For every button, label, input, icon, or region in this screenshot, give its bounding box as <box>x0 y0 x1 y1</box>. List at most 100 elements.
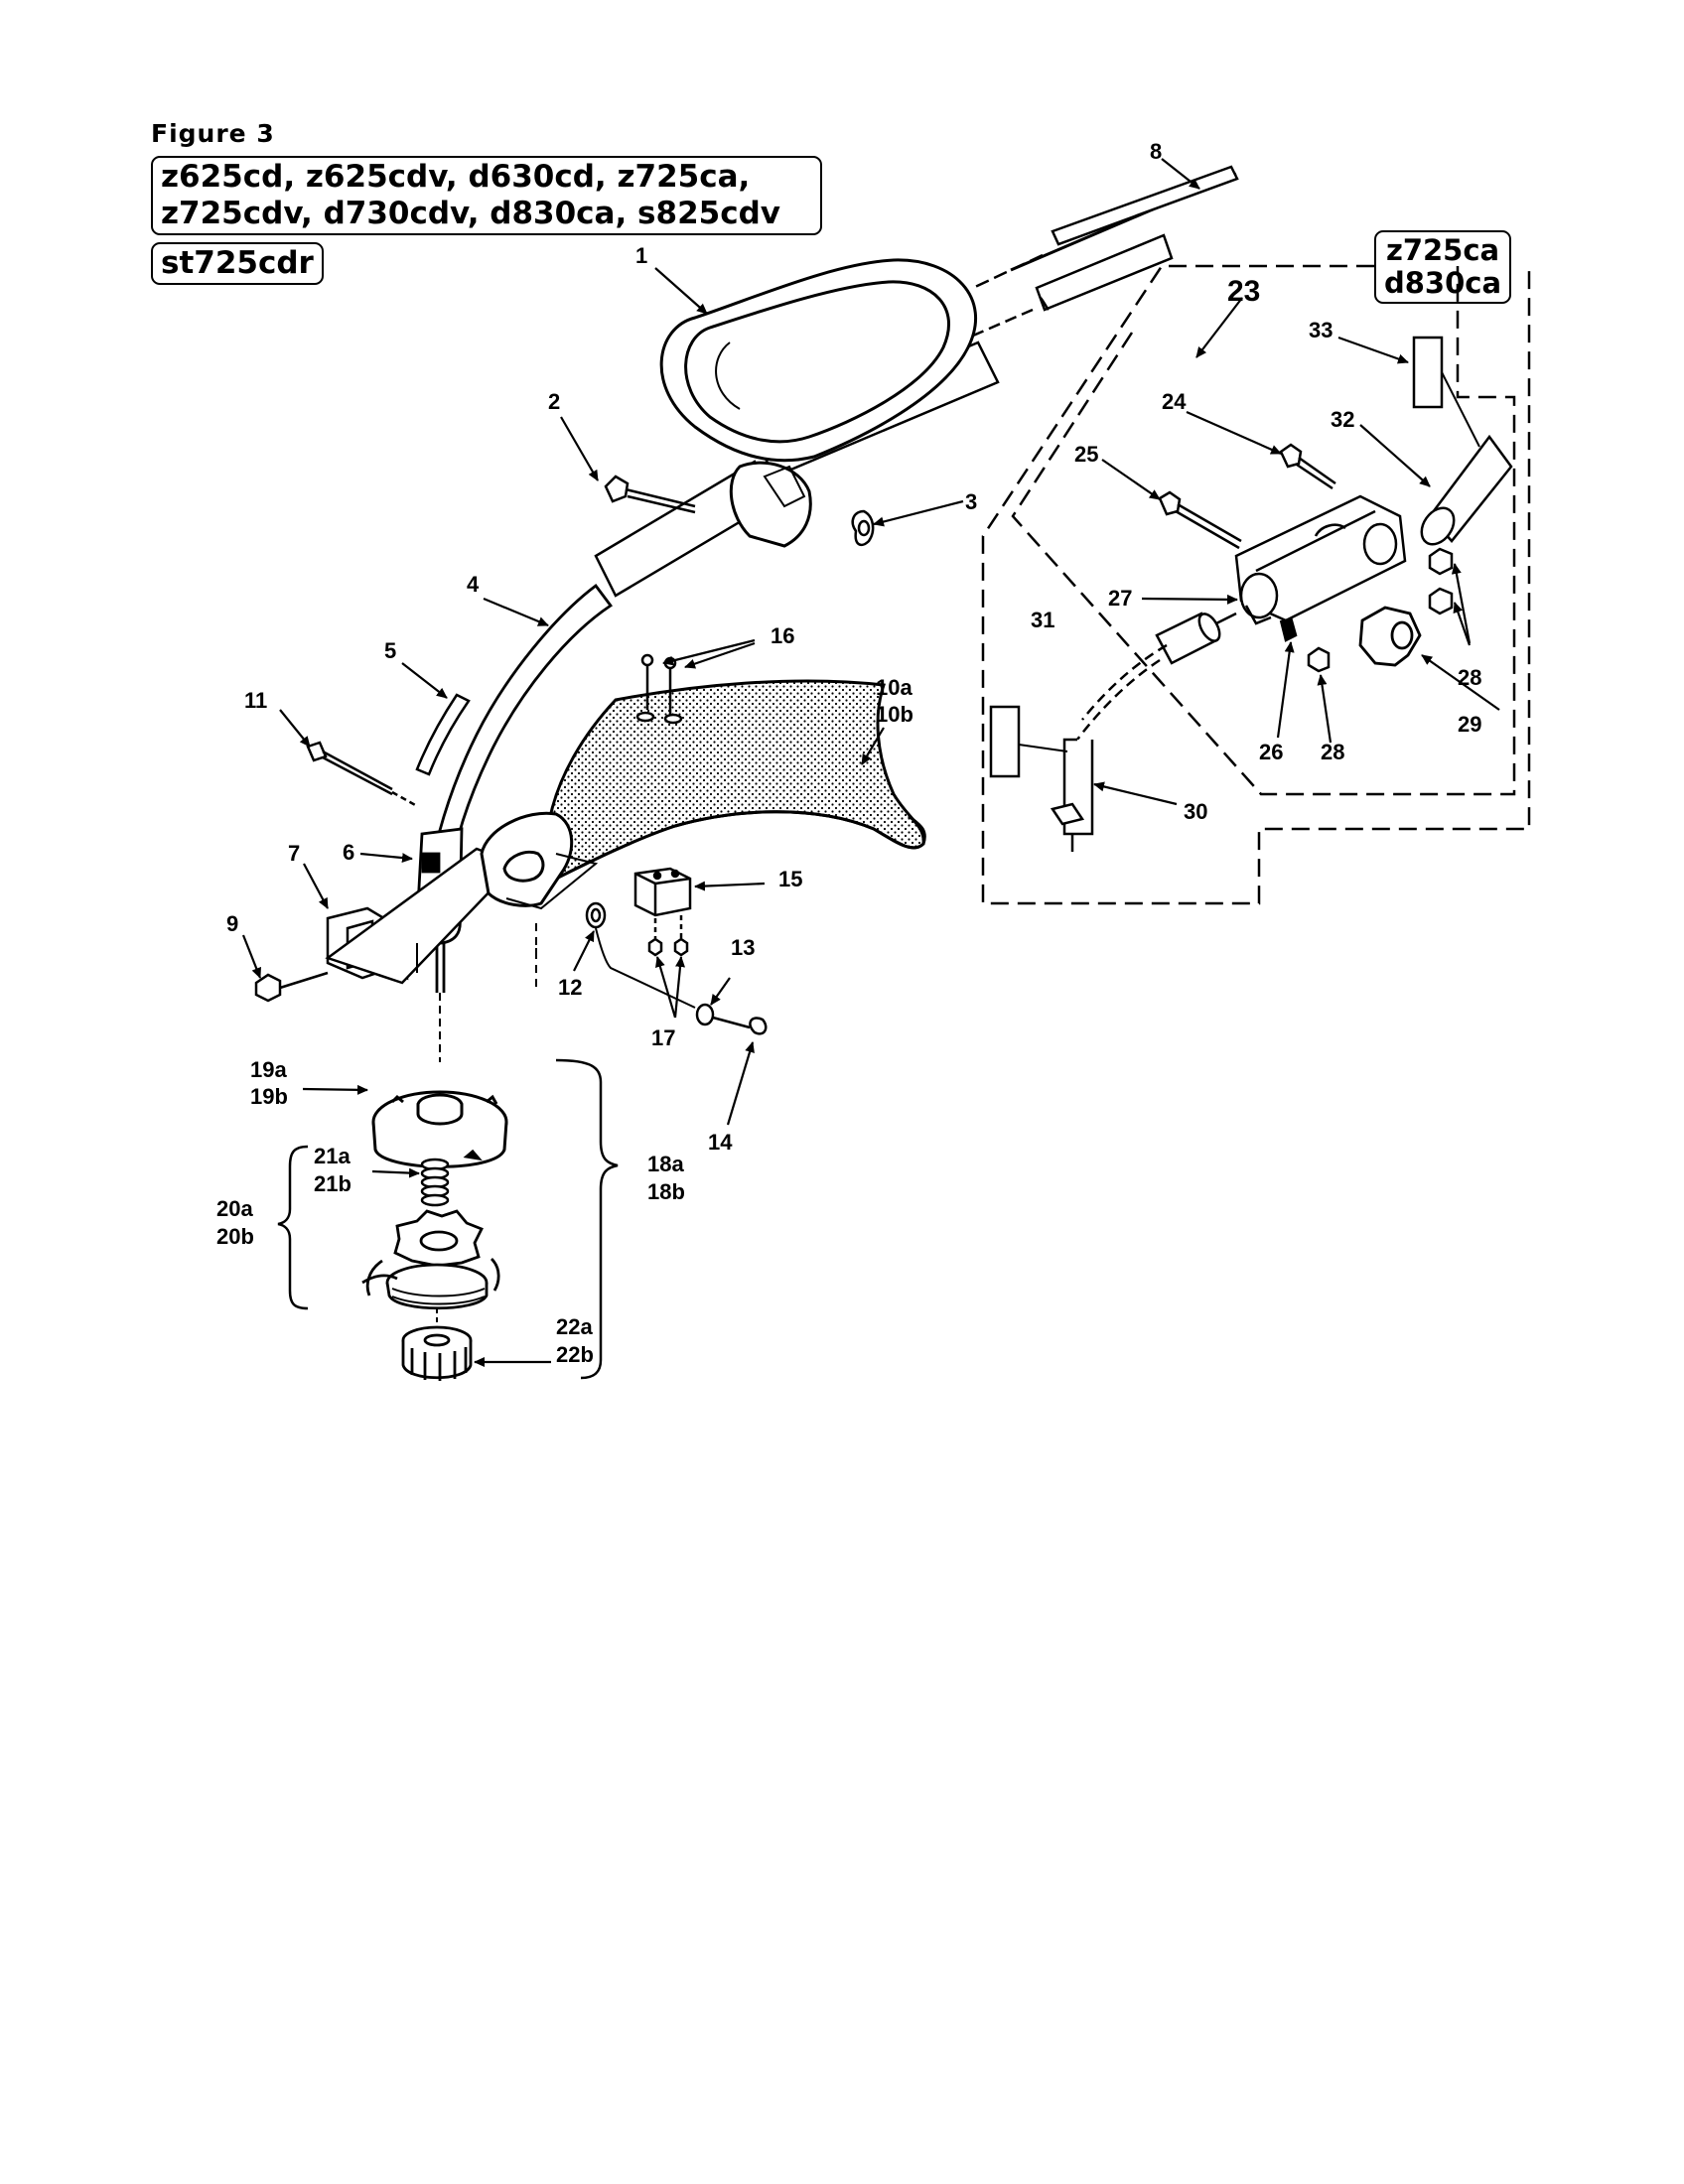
arrow-8 <box>1161 158 1200 190</box>
callout-28a: 28 <box>1458 665 1481 690</box>
model-list-line-2: z725cdv, d730cdv, d830ca, s825cdv <box>161 196 780 231</box>
callout-9: 9 <box>226 911 238 936</box>
guard-edge-lines <box>416 943 537 973</box>
spring-part-21 <box>420 1158 450 1207</box>
arrow-23 <box>1195 297 1243 358</box>
long-bolt-part-11 <box>306 741 418 808</box>
model-list-secondary: st725cdr <box>151 242 324 285</box>
label-part-33 <box>1412 336 1444 409</box>
figure-title: Figure 3 <box>151 119 275 148</box>
arrow-5 <box>401 662 448 699</box>
handle-tube-part-32 <box>1320 434 1513 583</box>
arrow-1 <box>654 267 708 315</box>
bolt-part-24 <box>1279 443 1336 490</box>
arrow-13 <box>710 977 731 1006</box>
callout-25: 25 <box>1074 442 1098 467</box>
arrow-27 <box>1141 594 1238 605</box>
callout-labels: 8 1 2 3 4 5 6 7 9 11 10a 10b 16 15 12 13… <box>216 139 1481 1367</box>
handle-part-30 <box>1050 612 1237 852</box>
arrow-16a <box>662 638 756 666</box>
callout-7: 7 <box>288 841 300 866</box>
callout-28b: 28 <box>1321 740 1344 764</box>
arrow-24 <box>1186 410 1282 456</box>
callout-20b: 20b <box>216 1224 254 1249</box>
washer-part-12 <box>585 901 607 929</box>
callout-33: 33 <box>1309 318 1333 342</box>
debris-shield-part-10 <box>480 679 926 910</box>
callout-1: 1 <box>635 243 647 268</box>
callout-5: 5 <box>384 638 396 663</box>
callout-3: 3 <box>965 489 977 514</box>
callout-18a: 18a <box>647 1152 684 1176</box>
arrow-28a <box>1451 563 1472 644</box>
callout-12: 12 <box>558 975 582 1000</box>
spool-part-20 <box>361 1209 500 1310</box>
callout-19b: 19b <box>250 1084 288 1109</box>
arrow-17a <box>655 956 677 1019</box>
inset-outer-dashed-border <box>981 264 1531 905</box>
callout-22a: 22a <box>556 1314 593 1339</box>
leader-31 <box>1018 744 1068 752</box>
inset-model-line-2: d830ca <box>1384 266 1502 300</box>
callout-8: 8 <box>1150 139 1162 164</box>
callout-30: 30 <box>1184 799 1207 824</box>
leader-33 <box>1441 371 1480 448</box>
callout-26: 26 <box>1259 740 1283 764</box>
wing-nut-part-3 <box>851 509 875 547</box>
model-list-main: z625cd, z625cdv, d630cd, z725ca, z725cdv… <box>151 156 822 235</box>
clip-part-14 <box>712 1016 768 1035</box>
inset-model-line-1: z725ca <box>1385 233 1500 267</box>
arrow-14 <box>726 1041 755 1126</box>
callout-19a: 19a <box>250 1057 287 1082</box>
callout-14: 14 <box>708 1130 733 1155</box>
callout-18b: 18b <box>647 1179 685 1204</box>
arrow-9 <box>241 934 262 979</box>
arrow-32 <box>1359 424 1431 487</box>
arrow-28c <box>1317 674 1333 744</box>
bracket-20 <box>277 1145 309 1310</box>
arrow-4 <box>483 597 549 627</box>
arrow-19 <box>302 1084 368 1095</box>
label-part-31 <box>989 705 1021 778</box>
callout-11: 11 <box>244 688 267 713</box>
leader-arrows <box>241 158 1500 1367</box>
model-list-line-1: z625cd, z625cdv, d630cd, z725ca, <box>161 159 751 195</box>
callout-16: 16 <box>771 623 794 648</box>
mount-block-part-15 <box>633 867 692 917</box>
callout-22b: 22b <box>556 1342 594 1367</box>
nuts-part-28 <box>1307 547 1454 673</box>
arrow-28b <box>1453 602 1472 646</box>
callout-21b: 21b <box>314 1171 351 1196</box>
arrow-10 <box>861 727 885 765</box>
callout-32: 32 <box>1331 407 1354 432</box>
callout-17: 17 <box>651 1025 675 1050</box>
arrow-12 <box>573 930 595 972</box>
model-list-inset: z725ca d830ca <box>1374 230 1512 304</box>
nuts-part-17 <box>647 915 689 957</box>
clamp-part-26-27 <box>1234 494 1407 642</box>
tube-sleeve-part-5 <box>415 693 471 776</box>
callout-4: 4 <box>467 572 480 597</box>
nut-part-9 <box>254 971 329 1003</box>
arrow-30 <box>1093 781 1178 806</box>
callout-6: 6 <box>343 840 354 865</box>
callout-29: 29 <box>1458 712 1481 737</box>
callout-10b: 10b <box>876 702 913 727</box>
callout-10a: 10a <box>876 675 912 700</box>
callout-2: 2 <box>548 389 560 414</box>
spool-housing-part-19 <box>371 1090 508 1191</box>
arrow-11 <box>279 709 311 748</box>
cap-nut-part-22 <box>401 1308 473 1381</box>
arrow-7 <box>303 863 329 909</box>
loop-handle <box>659 258 978 548</box>
bolt-part-2 <box>604 475 696 514</box>
bracket-18 <box>555 1058 619 1380</box>
bolt-part-25 <box>1158 490 1242 550</box>
arrow-26 <box>1276 641 1295 739</box>
arrow-6 <box>359 852 413 864</box>
callout-24: 24 <box>1162 389 1187 414</box>
arrow-15 <box>694 881 766 891</box>
callout-31: 31 <box>1031 608 1054 632</box>
